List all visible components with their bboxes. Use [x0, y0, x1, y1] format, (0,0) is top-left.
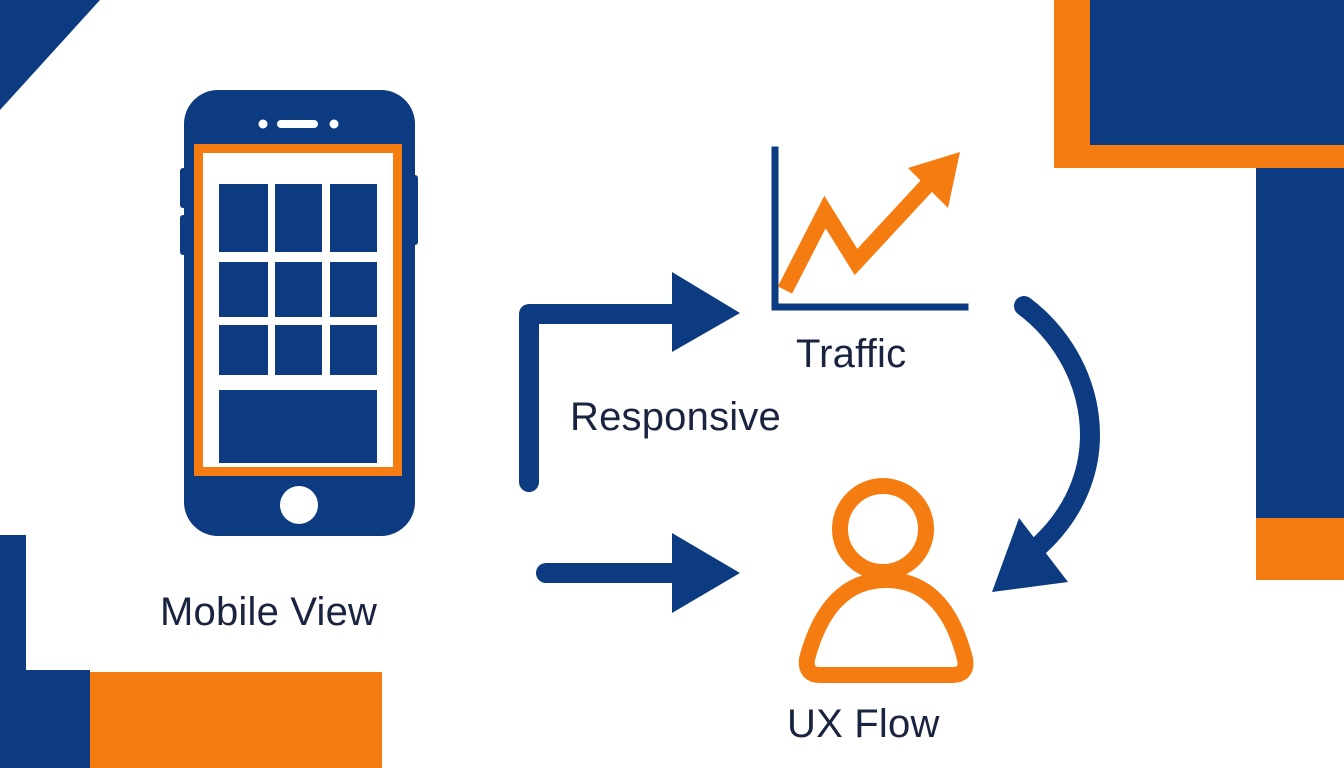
decor-corner-top-right [1054, 0, 1344, 580]
user-icon [798, 478, 974, 683]
mobile-view-label: Mobile View [160, 590, 378, 634]
decor-corner-bottom-left [0, 535, 382, 768]
flow-arrow-icon [536, 533, 740, 613]
flow-arrow-icon [519, 272, 740, 492]
traffic-label: Traffic [796, 332, 907, 376]
responsive-label: Responsive [570, 395, 782, 439]
smartphone-grid-icon [180, 90, 418, 536]
flow-arrow-icon [992, 296, 1100, 592]
ux-flow-label: UX Flow [787, 702, 940, 746]
decor-corner-top-left [0, 0, 100, 110]
growth-chart-icon [771, 146, 969, 311]
